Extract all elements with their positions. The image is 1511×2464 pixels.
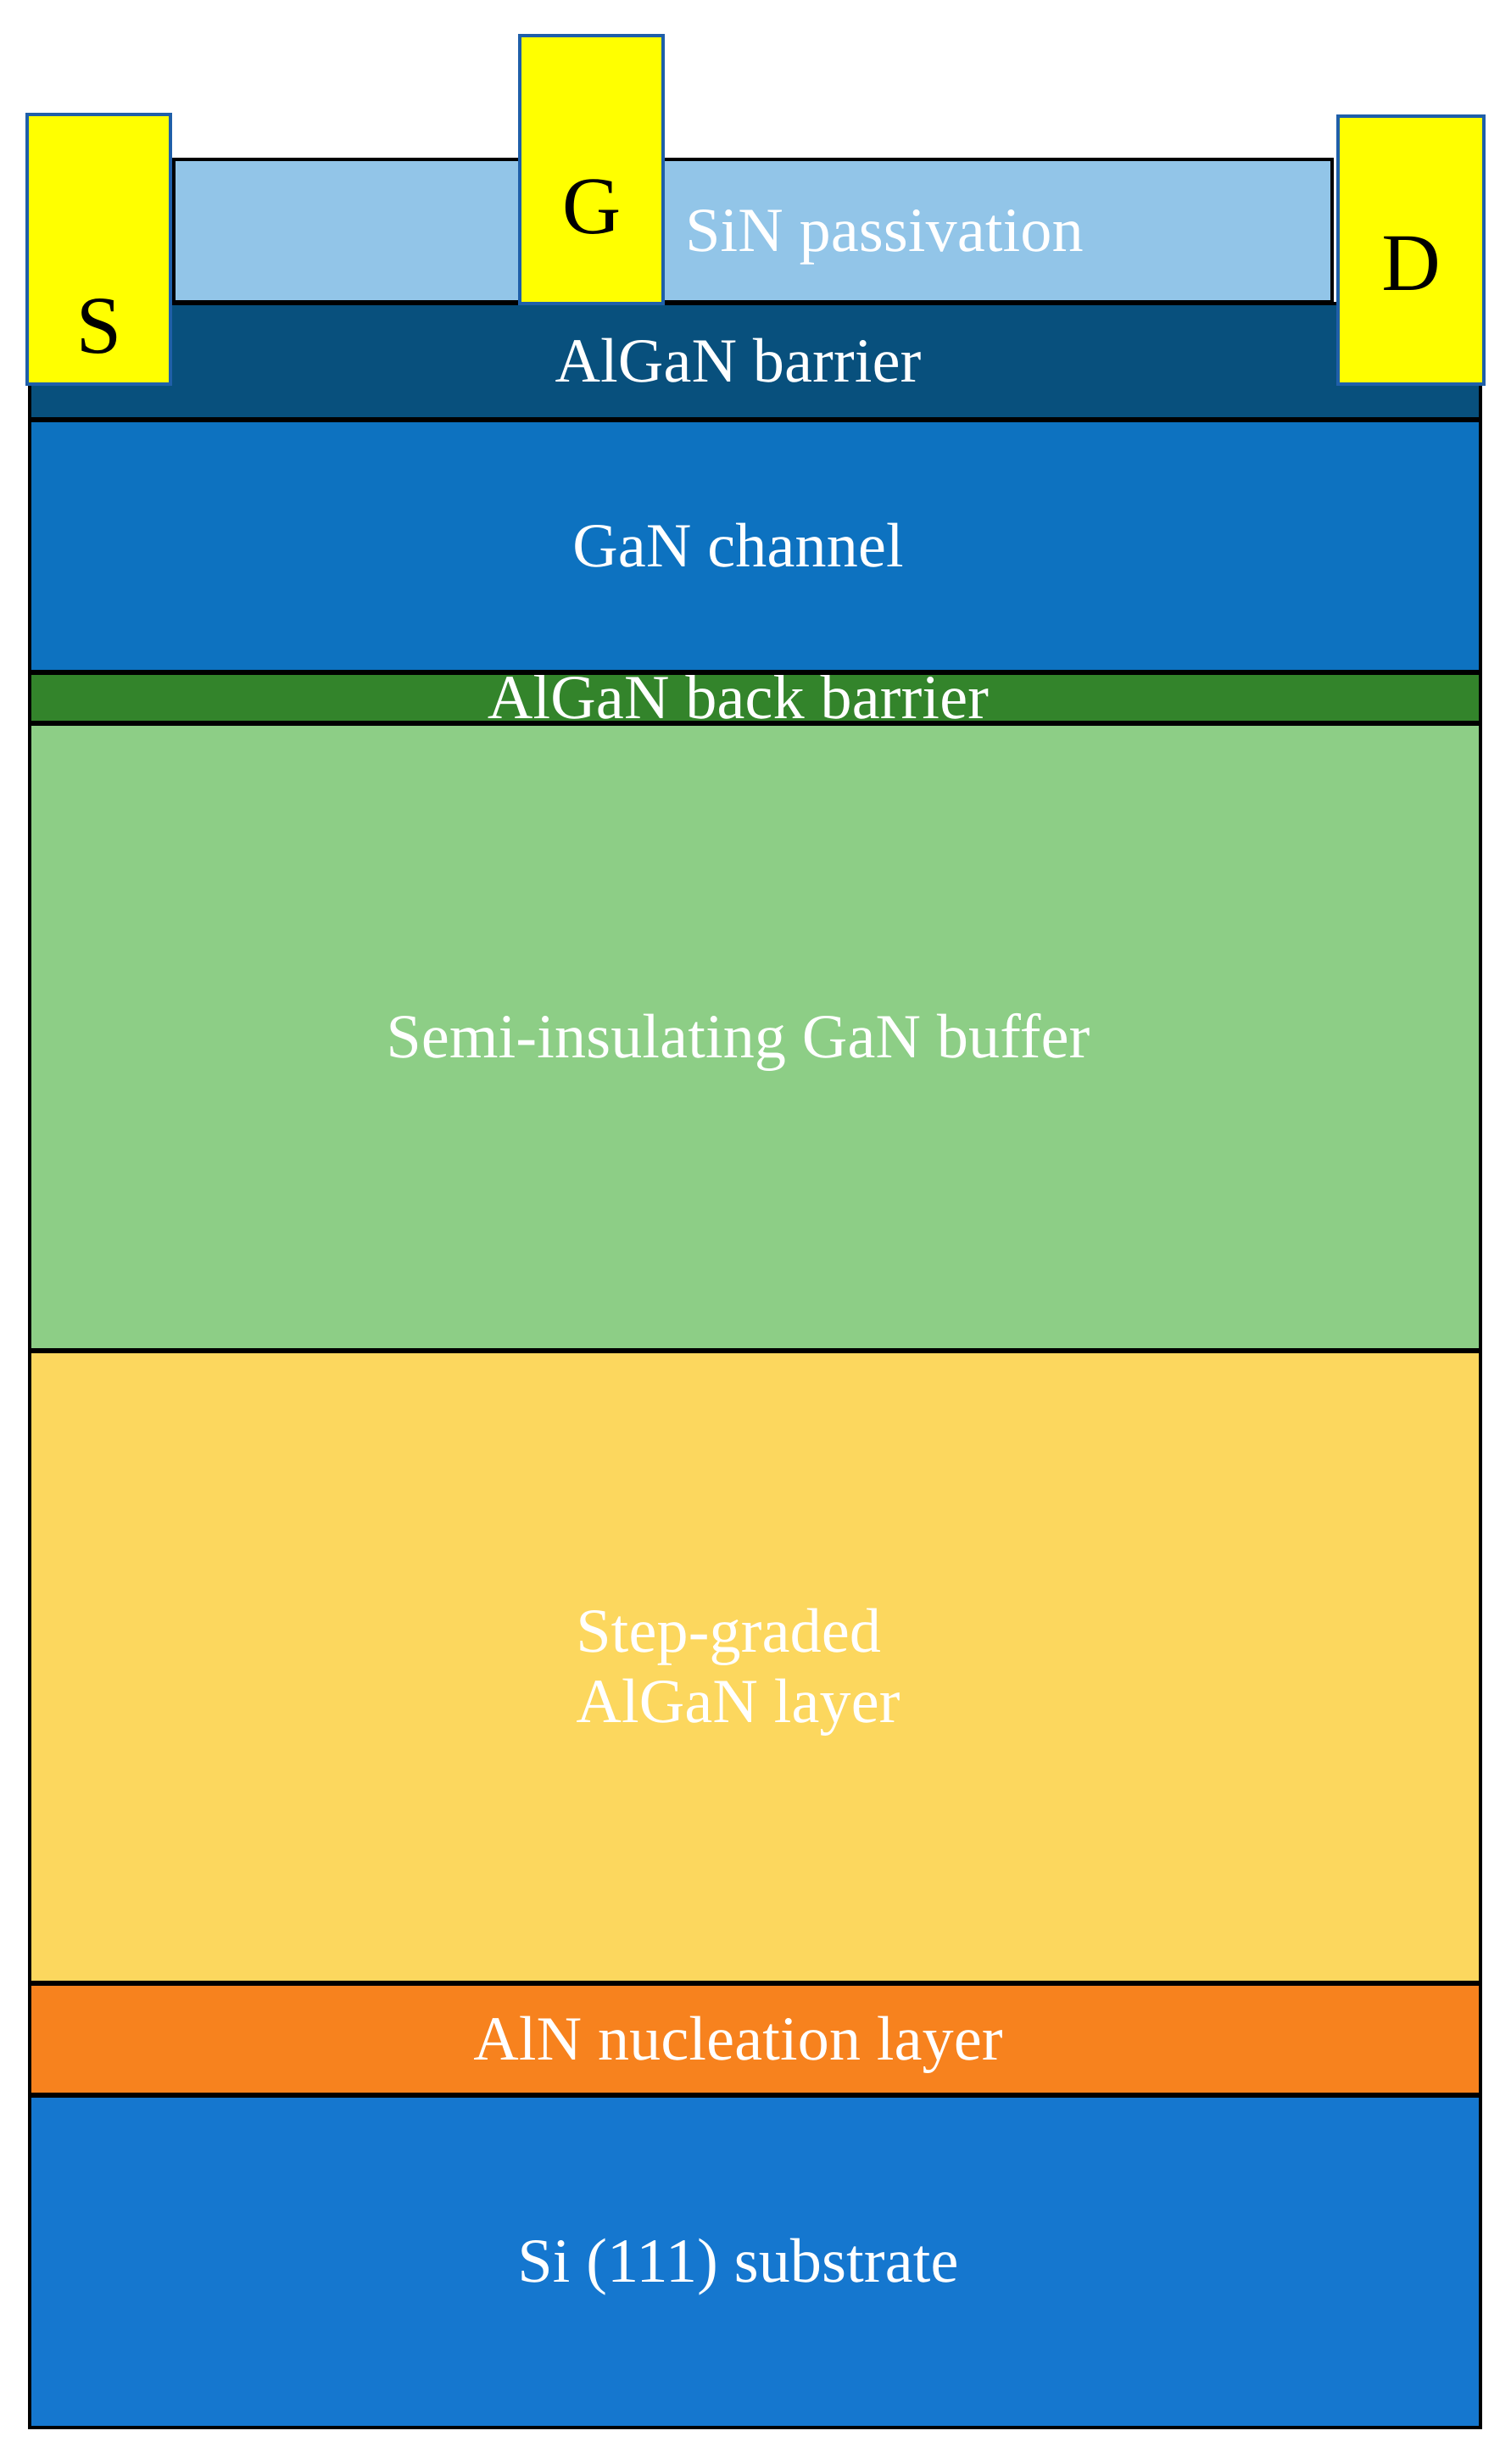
- layer-label-step-graded-algan: Step-graded AlGaN layer: [576, 1597, 900, 1737]
- electrode-label-gate: G: [561, 160, 622, 251]
- layer-semi-insulating-gan-buffer: Semi-insulating GaN buffer: [28, 722, 1482, 1352]
- layer-label-gan-channel: GaN channel: [572, 510, 904, 581]
- layer-algan-barrier: AlGaN barrier: [28, 302, 1482, 421]
- layer-label-sin-passivation: SiN passivation: [685, 195, 1084, 265]
- layer-algan-back-barrier: AlGaN back barrier: [28, 672, 1482, 724]
- layer-label-algan-back-barrier: AlGaN back barrier: [487, 672, 990, 724]
- layer-gan-channel: GaN channel: [28, 419, 1482, 673]
- layer-label-si-111-substrate: Si (111) substrate: [517, 2227, 959, 2297]
- layer-step-graded-algan: Step-graded AlGaN layer: [28, 1350, 1482, 1984]
- layer-sin-passivation: SiN passivation: [172, 158, 1334, 304]
- layer-aln-nucleation: AlN nucleation layer: [28, 1982, 1482, 2096]
- layer-si-111-substrate: Si (111) substrate: [28, 2094, 1482, 2429]
- electrode-drain: D: [1336, 114, 1486, 386]
- electrode-label-drain: D: [1381, 217, 1441, 308]
- layer-label-aln-nucleation: AlN nucleation layer: [473, 2004, 1003, 2074]
- layer-label-semi-insulating-gan-buffer: Semi-insulating GaN buffer: [386, 1001, 1090, 1072]
- electrode-label-source: S: [75, 280, 122, 371]
- electrode-source: S: [25, 113, 172, 386]
- electrode-gate: G: [518, 34, 665, 305]
- layer-label-algan-barrier: AlGaN barrier: [555, 326, 922, 396]
